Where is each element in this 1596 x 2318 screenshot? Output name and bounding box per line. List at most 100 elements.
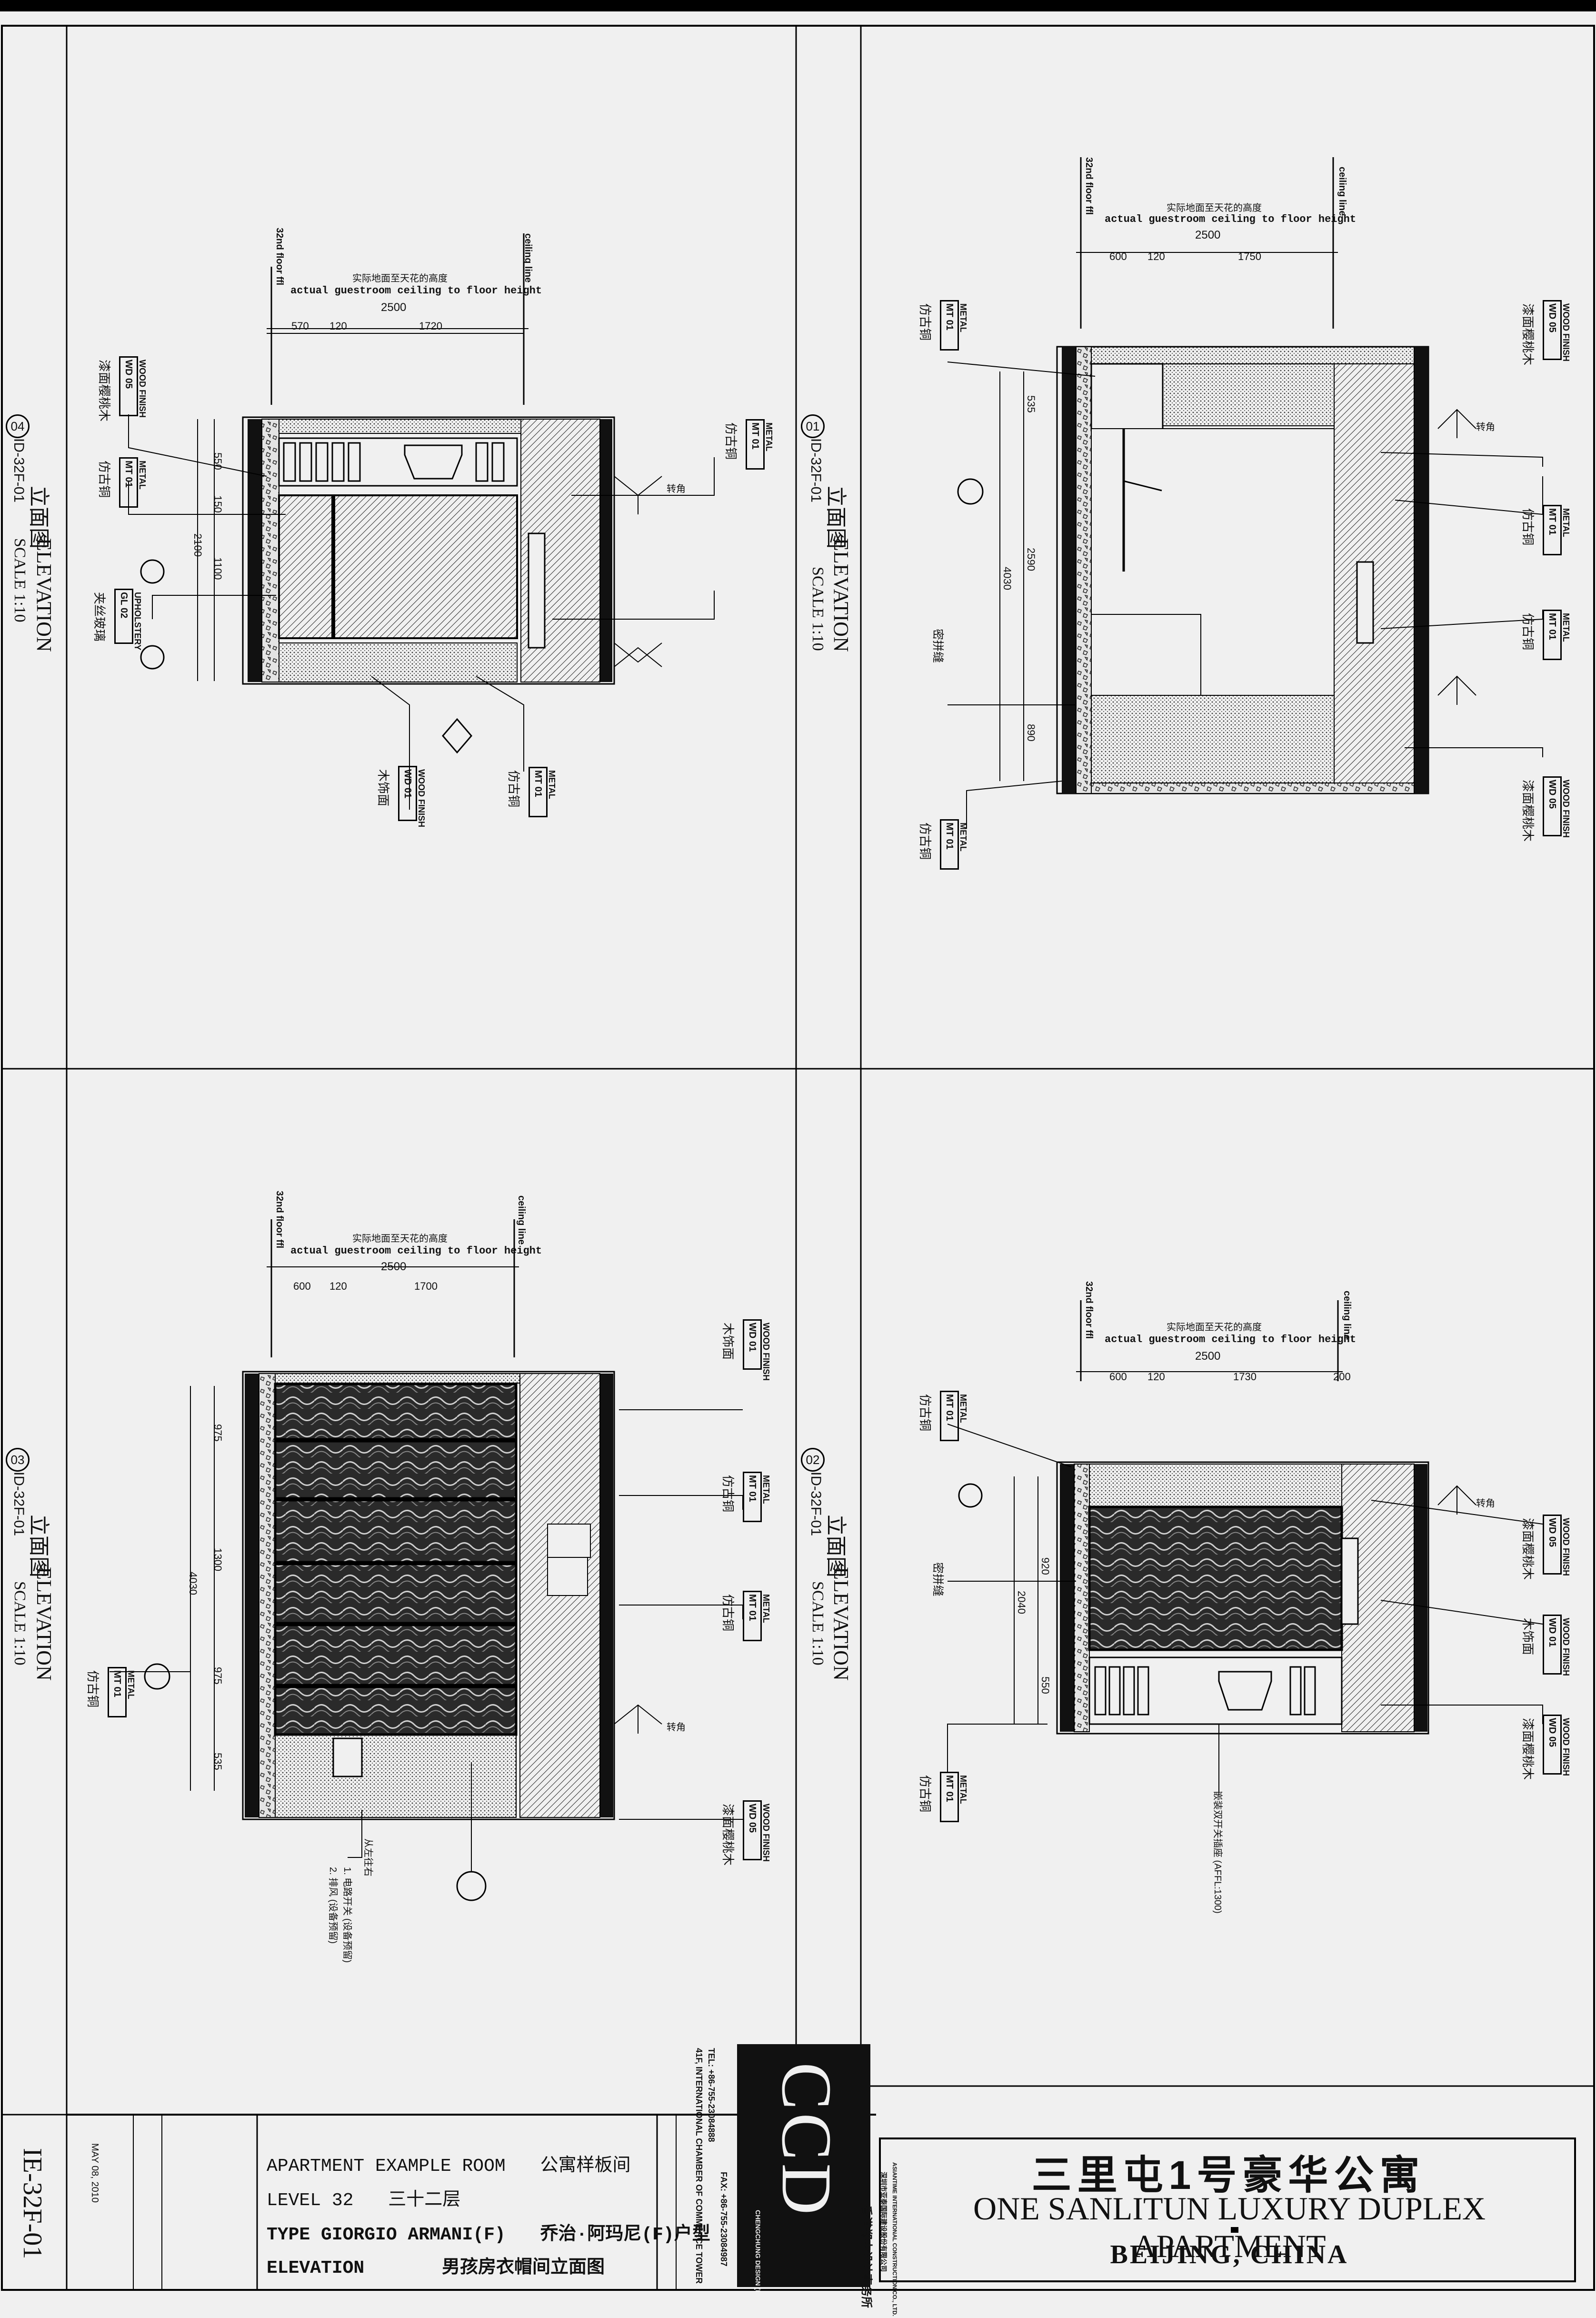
elevation-03-height-note-cn: 实际地面至天花的高度 xyxy=(352,1234,448,1244)
elevation-01-height-note-cn: 实际地面至天花的高度 xyxy=(1167,203,1262,213)
elevation-01-tag: WD 05 WOOD FINISH 漆面樱桃木 xyxy=(1521,776,1571,842)
elevation-01-dim-1: 600 xyxy=(1109,251,1127,262)
elevation-04-dim-2: 120 xyxy=(329,320,347,332)
elevation-01-tag: MT 01 METAL 仿古铜 xyxy=(918,819,968,870)
elevation-03-tag: WD 01 WOOD FINISH 木饰面 xyxy=(721,1319,771,1381)
elevation-01-label-en: ELEVATION xyxy=(829,538,853,652)
firm-address: 41F, INTERNATIONAL CHAMBER OF COMMERCE T… xyxy=(694,2048,704,2284)
title-block-frame xyxy=(1,2044,1576,2291)
elevation-03-height-5: 535 xyxy=(212,1753,224,1770)
elevation-04-drawing xyxy=(128,233,715,810)
firm-name-cn: 香港郑中设计事务所 xyxy=(860,2205,873,2308)
project-location: BEIJING, CHINA xyxy=(1110,2240,1349,2269)
elevation-02-level-left: 32nd floor ffl xyxy=(1084,1281,1094,1339)
elevation-01-tag: WD 05 WOOD FINISH 漆面樱桃木 xyxy=(1521,300,1571,365)
drawing-date: MAY 08, 2010 xyxy=(90,2143,100,2203)
elevation-02-label-en: ELEVATION xyxy=(829,1567,853,1681)
elevation-04-dim-1: 570 xyxy=(291,320,309,332)
elevation-04-tag: WD 01 WOOD FINISH 木饰面 xyxy=(376,766,426,827)
elevation-01-level-left: 32nd floor ffl xyxy=(1084,157,1094,215)
elevation-02-dim-3: 1730 xyxy=(1233,1371,1257,1383)
elevation-02-misc: 密拼缝 xyxy=(931,1562,944,1596)
elevation-02-tag: WD 05 WOOD FINISH 漆面樱桃木 xyxy=(1521,1715,1571,1780)
elevation-03-dim-1: 600 xyxy=(293,1280,311,1292)
elevation-01-dim-3: 1750 xyxy=(1238,251,1261,262)
elevation-02-height-note-cn: 实际地面至天花的高度 xyxy=(1167,1322,1262,1333)
elevation-03-level-left: 32nd floor ffl xyxy=(274,1191,285,1249)
project-title-cn: 三里屯1号豪华公寓 xyxy=(1031,2153,1426,2198)
elevation-02-swing-label: 转角 xyxy=(1476,1498,1495,1509)
elevation-01-height-4: 890 xyxy=(1025,724,1037,742)
elevation-02-tag: WD 05 WOOD FINISH 漆面樱桃木 xyxy=(1521,1515,1571,1580)
elevation-04-level-right: ceiling line xyxy=(523,233,533,283)
elevation-03-dim-3: 1700 xyxy=(414,1280,438,1292)
title-line-4: ELEVATION 男孩房衣帽间立面图 xyxy=(267,2252,605,2278)
elevation-03-tag: WD 05 WOOD FINISH 漆面樱桃木 xyxy=(721,1800,771,1866)
title-line-1-cn: 公寓样板间 xyxy=(540,2156,631,2177)
elevation-01-tag: MT 01 METAL 仿古铜 xyxy=(1521,505,1571,555)
elevation-02-note: 嵌装双开关插座 (AFFL:1300) xyxy=(1212,1791,1223,1914)
elevation-02-height-3: 550 xyxy=(1039,1676,1051,1694)
firm-tel: TEL: +86-755-23084888 xyxy=(707,2048,716,2142)
title-line-1: APARTMENT EXAMPLE ROOM 公寓样板间 xyxy=(267,2150,631,2177)
elevation-01-level-right: ceiling line xyxy=(1337,167,1347,216)
elevation-04-level-left: 32nd floor ffl xyxy=(274,228,285,286)
elevation-03-total-width: 2500 xyxy=(381,1260,407,1273)
elevation-03-ref: ID-32F-01 xyxy=(11,1472,27,1536)
elevation-04-scale: SCALE 1:10 xyxy=(11,538,29,622)
elevation-02-dim-1: 600 xyxy=(1109,1371,1127,1383)
elevation-03-tag: MT 01 METAL 仿古铜 xyxy=(721,1591,771,1641)
elevation-01-tag: MT 01 METAL 仿古铜 xyxy=(918,300,968,351)
elevation-02-scale: SCALE 1:10 xyxy=(809,1581,827,1666)
elevation-03-dim-2: 120 xyxy=(329,1280,347,1292)
elevation-04-swing-label: 转角 xyxy=(667,484,686,494)
title-line-4-en: ELEVATION xyxy=(267,2258,365,2278)
firm-name-en: CHENGCHUNG DESIGN (HK) LTD. xyxy=(754,2210,762,2318)
elevation-01-drawing xyxy=(947,157,1543,829)
elevation-03-tag: MT 01 METAL 仿古铜 xyxy=(86,1667,136,1717)
elevation-04-total-width: 2500 xyxy=(381,301,407,314)
elevation-02-height-1: 920 xyxy=(1039,1557,1051,1575)
elevation-03-height-3: 4030 xyxy=(187,1572,199,1595)
elevation-03-label-en: ELEVATION xyxy=(32,1567,56,1681)
elevation-04-height-3: 1100 xyxy=(212,557,224,580)
elevation-01-total-width: 2500 xyxy=(1195,229,1221,241)
title-line-2-cn: 三十二层 xyxy=(388,2190,461,2211)
elevation-01-ref: ID-32F-01 xyxy=(808,438,824,503)
elevation-03-scale: SCALE 1:10 xyxy=(11,1581,29,1666)
elevation-03-drawing xyxy=(110,1219,743,1901)
elevation-03-note-2: 2. 排风 (设备预留) xyxy=(328,1867,338,1944)
elevation-04-height-2: 150 xyxy=(212,495,224,513)
elevation-02-level-right: ceiling line xyxy=(1342,1291,1352,1340)
title-line-3-en: TYPE GIORGIO ARMANI(F) xyxy=(267,2225,506,2245)
elevation-03-height-1: 975 xyxy=(212,1424,224,1442)
elevation-04-marker: 04 xyxy=(6,414,30,438)
elevation-04-ref: ID-32F-01 xyxy=(11,438,27,503)
firm-logo-panel xyxy=(737,2044,870,2287)
elevation-01-misc: 密拼缝 xyxy=(931,629,944,663)
elevation-01-height-note-en: actual guestroom ceiling to floor height xyxy=(1105,213,1357,225)
elevation-02-dim-4: 200 xyxy=(1333,1371,1351,1383)
elevation-03-note-0: 从左往右 xyxy=(363,1838,373,1876)
elevation-02-ref: ID-32F-01 xyxy=(808,1472,824,1536)
elevation-01-tag: MT 01 METAL 仿古铜 xyxy=(1521,610,1571,660)
sheet-border xyxy=(1,25,1595,2291)
elevation-01-height-1: 535 xyxy=(1025,395,1037,413)
elevation-03-level-right: ceiling line xyxy=(516,1195,527,1245)
title-line-2: LEVEL 32 三十二层 xyxy=(267,2184,460,2211)
elevation-01-height-3: 4030 xyxy=(1001,567,1013,590)
elevation-02-height-note-en: actual guestroom ceiling to floor height xyxy=(1105,1334,1357,1345)
elevation-01-scale: SCALE 1:10 xyxy=(809,567,827,651)
elevation-01-swing-label: 转角 xyxy=(1476,422,1495,432)
elevation-03-swing-label: 转角 xyxy=(667,1722,686,1733)
elevation-04-height-1: 550 xyxy=(212,452,224,470)
elevation-04-tag: MT 01 METAL 仿古铜 xyxy=(97,457,147,508)
elevation-04-tag: MT 01 METAL 仿古铜 xyxy=(507,767,557,817)
title-line-3-cn: 乔治·阿玛尼(F)户型 xyxy=(540,2225,710,2245)
sheet-number: IE-32F-01 xyxy=(18,2148,47,2259)
title-line-2-en: LEVEL 32 xyxy=(267,2190,354,2211)
elevation-04-tag: GL 02 UPHOLSTERY 夹丝玻璃 xyxy=(92,589,142,650)
elevation-01-dim-2: 120 xyxy=(1147,251,1165,262)
title-line-4-cn: 男孩房衣帽间立面图 xyxy=(442,2258,605,2278)
